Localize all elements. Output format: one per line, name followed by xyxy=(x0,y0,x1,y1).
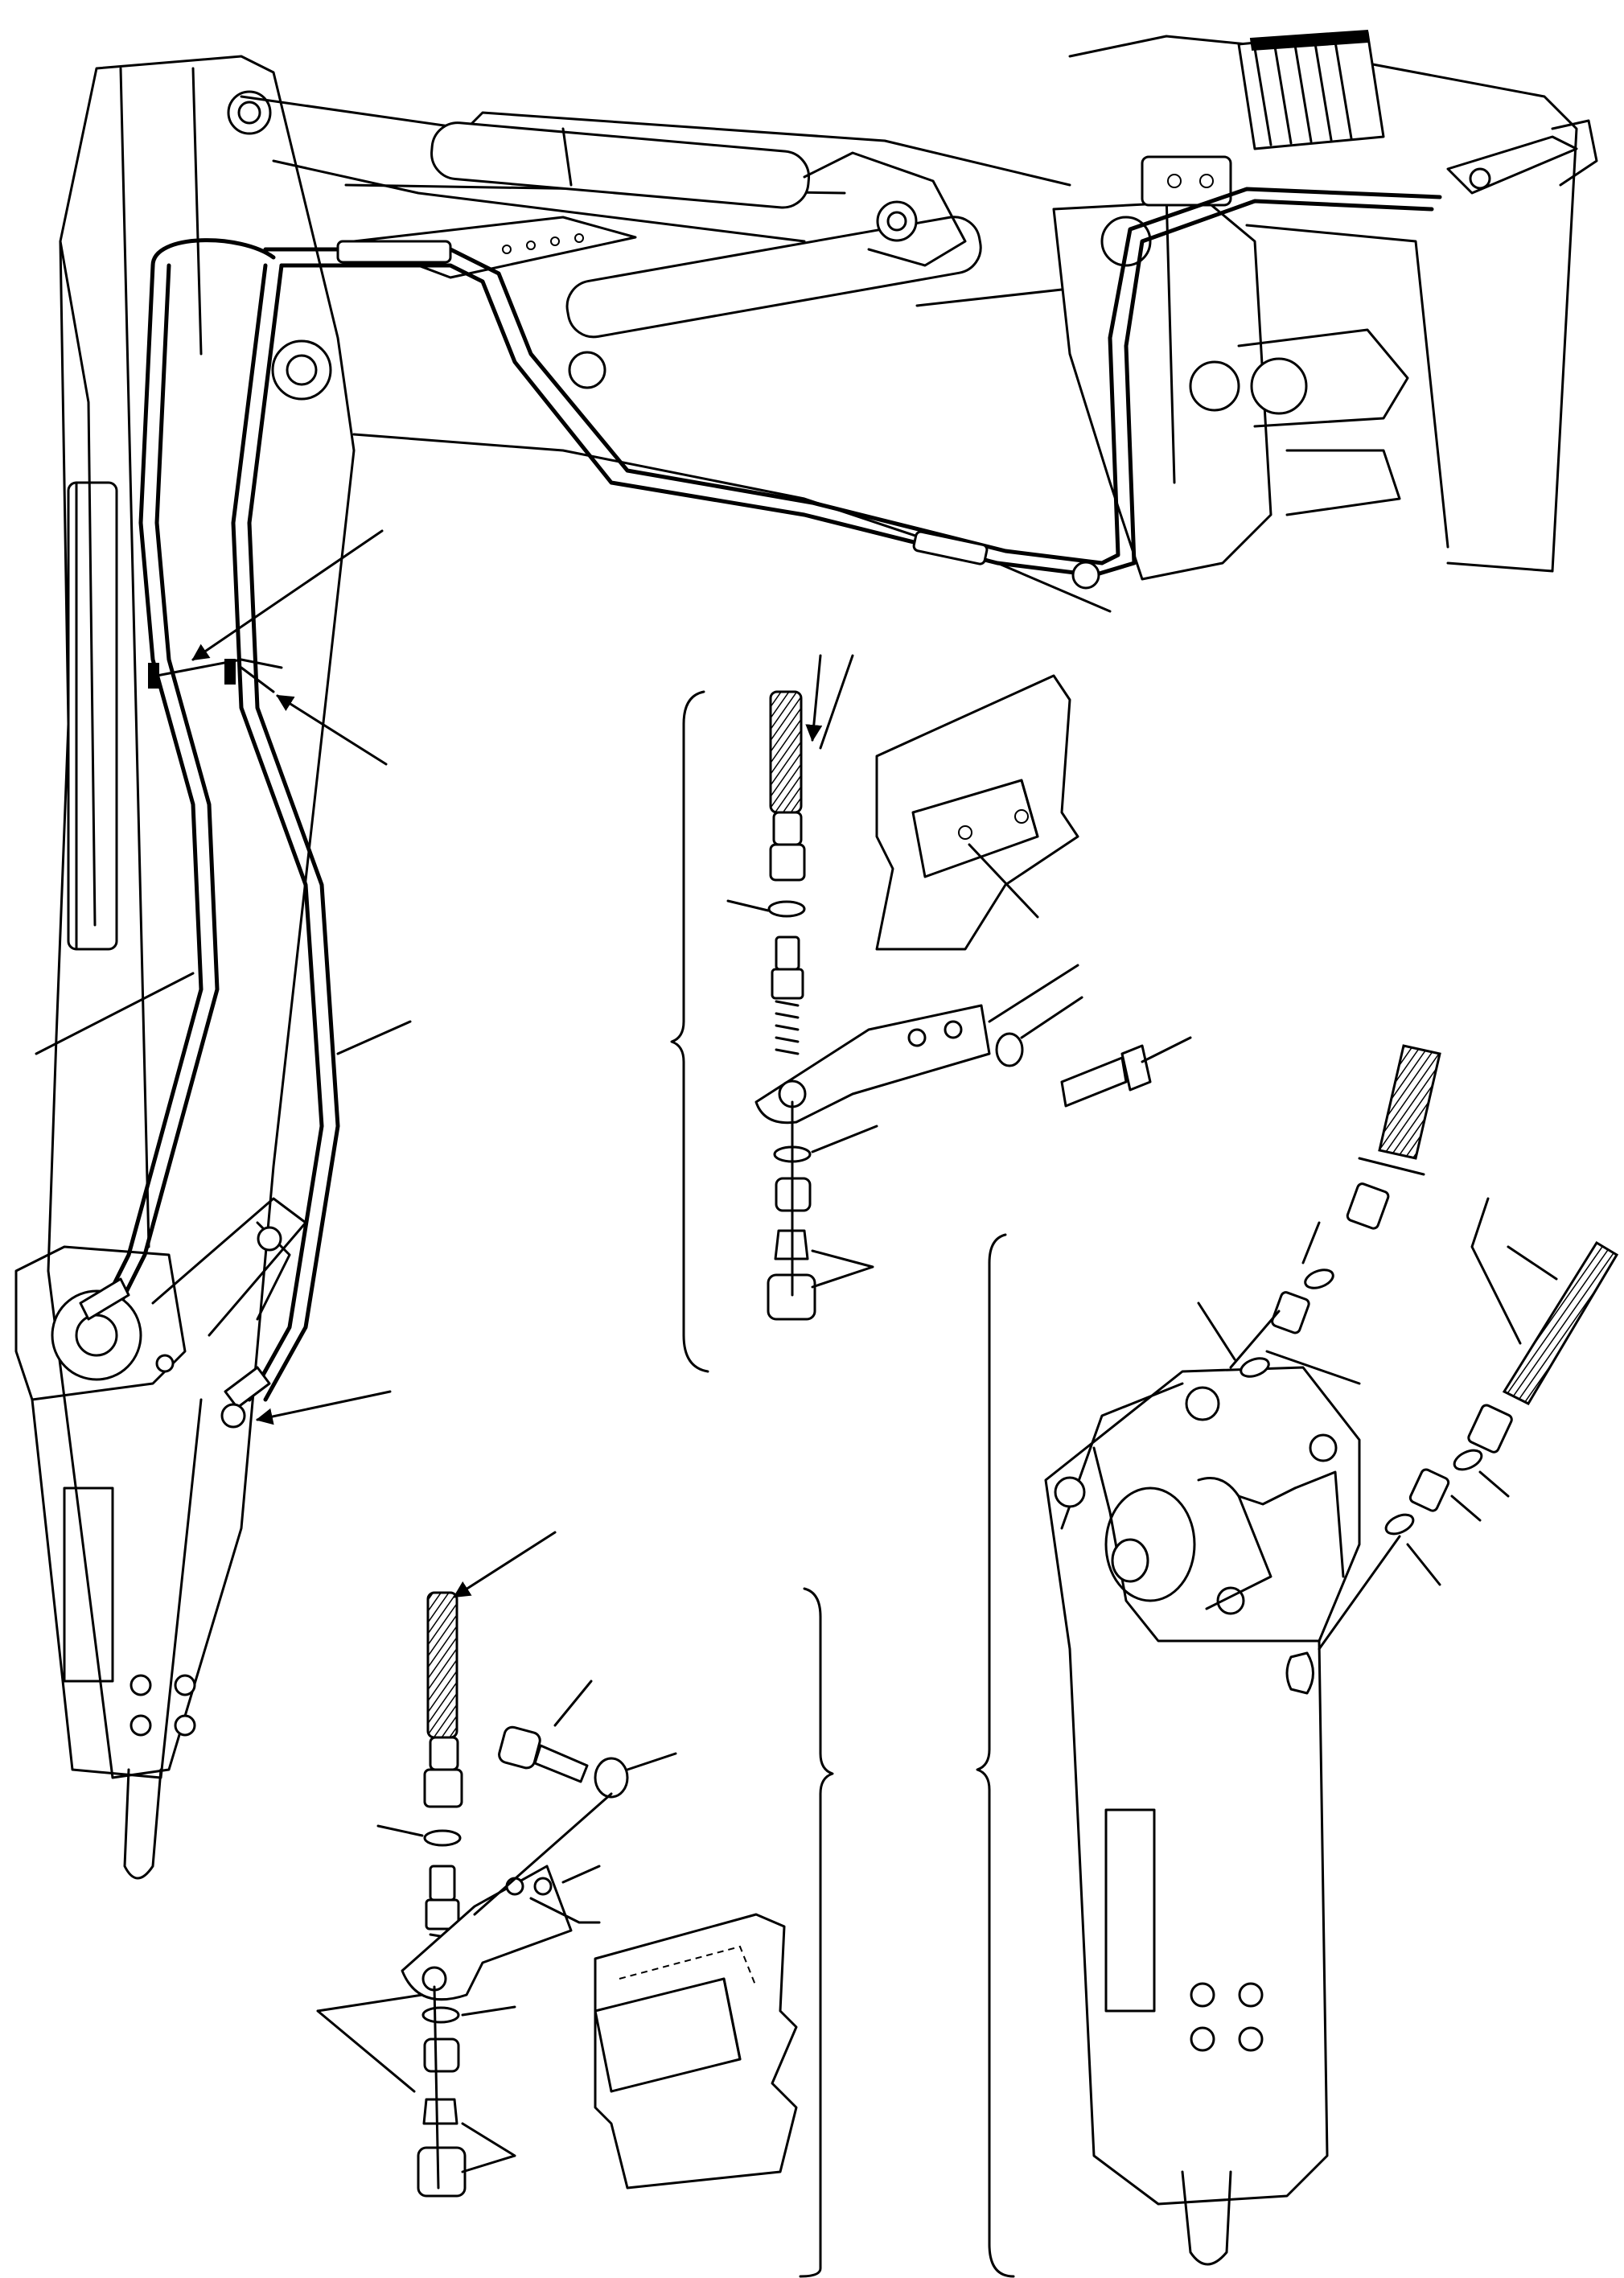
detail-breaker-exploded xyxy=(976,1044,1619,2278)
boom-arm-assembly xyxy=(47,55,1112,1779)
breaker-mounted xyxy=(14,1197,307,1880)
hose-clamps xyxy=(148,658,283,693)
detail-bracket-lower xyxy=(316,1531,834,2278)
leader-arrows-main xyxy=(35,529,412,1425)
control-valve-bank xyxy=(1237,29,1385,150)
hose-routing xyxy=(98,187,1442,1402)
detail-bracket-upper xyxy=(670,654,1192,1373)
swing-frame xyxy=(1052,29,1598,581)
